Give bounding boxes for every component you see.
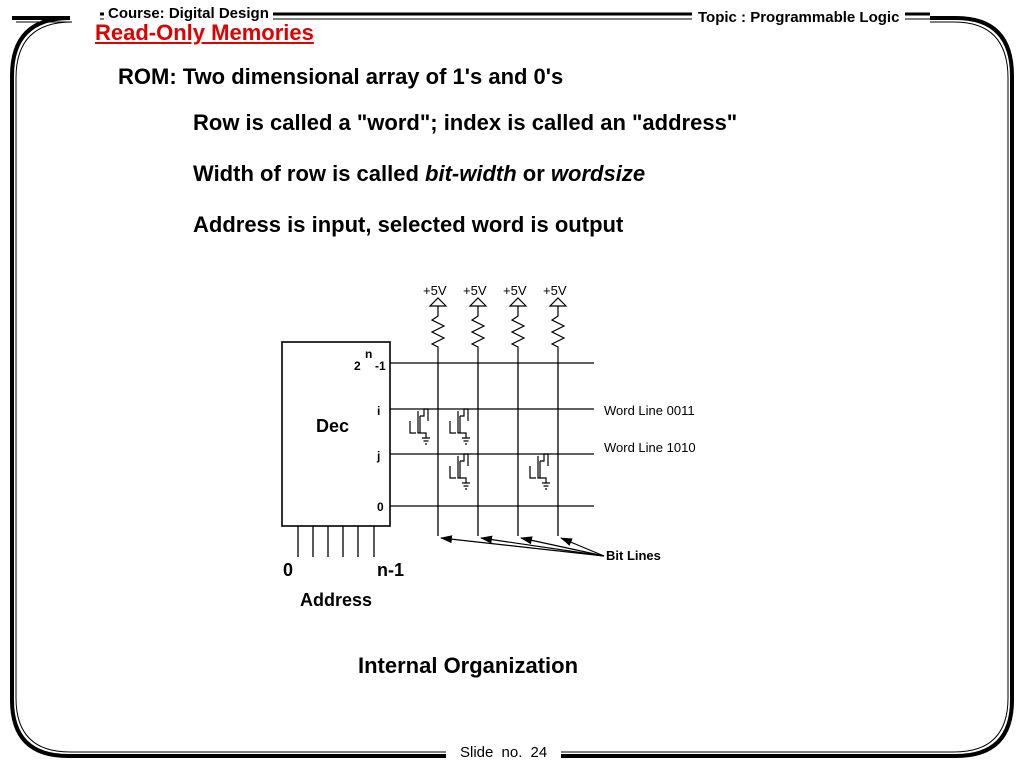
bit-width-or: or: [516, 161, 551, 186]
course-label: Course: Digital Design: [104, 5, 273, 22]
bit-lines-label: Bit Lines: [606, 548, 661, 563]
bullet-bit-width: Width of row is called bit-width or word…: [193, 161, 645, 187]
word-lines: [390, 362, 594, 507]
row-label-top-exp: n: [365, 347, 372, 361]
supply-label-4: +5V: [543, 283, 567, 298]
bit-lines: [437, 363, 559, 536]
row-label-i: i: [377, 404, 380, 418]
row-label-top-suffix: -1: [375, 359, 386, 373]
supply-label-1: +5V: [423, 283, 447, 298]
pullup-1: [428, 297, 448, 363]
bullet-main: ROM: Two dimensional array of 1's and 0'…: [118, 64, 564, 89]
address-high-label: n-1: [377, 560, 404, 580]
decoder-label: Dec: [316, 416, 349, 436]
bit-width-term: bit-width: [425, 161, 517, 186]
row-label-top-base: 2: [354, 359, 361, 373]
word-line-1010-label: Word Line 1010: [604, 440, 696, 455]
bit-width-prefix: Width of row is called: [193, 161, 426, 186]
transistor-i-1: [449, 408, 471, 445]
address-input-lines: [297, 526, 375, 557]
bullet-word-address: Row is called a "word"; index is called …: [193, 110, 738, 135]
supply-label-2: +5V: [463, 283, 487, 298]
bullet-address-io: Address is input, selected word is outpu…: [193, 212, 624, 237]
slide-number: Slide no. 24: [446, 744, 562, 761]
word-line-0011-label: Word Line 0011: [604, 403, 695, 418]
wordsize-term: wordsize: [550, 161, 646, 186]
row-label-j: j: [376, 449, 380, 463]
transistors: [409, 408, 551, 490]
transistor-j-1: [449, 453, 471, 490]
address-label: Address: [300, 590, 372, 610]
supply-label-3: +5V: [503, 283, 527, 298]
row-label-0: 0: [377, 500, 384, 514]
transistor-j-3: [529, 453, 551, 490]
bit-line-arrows: [440, 535, 605, 557]
pullup-4: [548, 297, 568, 363]
pullup-2: [468, 297, 488, 363]
diagram-caption: Internal Organization: [358, 653, 579, 678]
transistor-i-0: [409, 408, 431, 445]
decoder-block: [281, 341, 391, 527]
pullup-3: [508, 297, 528, 363]
page-title: Read-Only Memories: [95, 20, 314, 45]
topic-label: Topic : Programmable Logic: [692, 9, 906, 26]
pullup-resistors: [428, 297, 568, 363]
address-low-label: 0: [283, 560, 293, 580]
